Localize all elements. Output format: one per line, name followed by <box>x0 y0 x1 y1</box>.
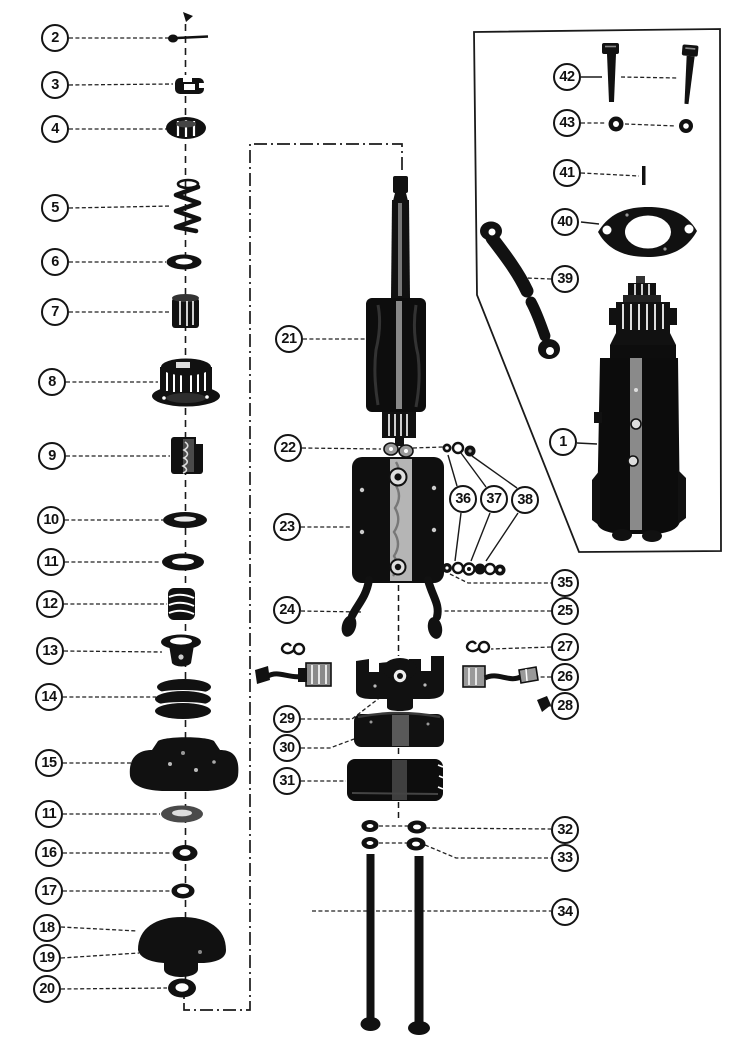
part-14-wave-washer-stack <box>155 679 211 719</box>
callout-5: 5 <box>41 194 69 222</box>
callout-37: 37 <box>480 485 508 513</box>
part-12-spring <box>168 588 195 620</box>
part-23-field-frame <box>352 457 444 583</box>
part-35-small-hardware-bottom-row <box>442 561 506 576</box>
callout-27: 27 <box>551 633 579 661</box>
callout-12: 12 <box>36 590 64 618</box>
part-16-ring <box>172 845 198 861</box>
callout-41: 41 <box>553 159 581 187</box>
centerline-top-arrow <box>183 12 193 22</box>
callout-7: 7 <box>41 298 69 326</box>
part-29-brush-holder-plate <box>356 656 444 711</box>
callout-25: 25 <box>551 597 579 625</box>
callout-29: 29 <box>273 705 301 733</box>
part-22-thrust-washers <box>383 442 414 458</box>
callout-1: 1 <box>549 428 577 456</box>
callout-38: 38 <box>511 486 539 514</box>
part-41-pin <box>642 166 646 185</box>
part-30-commutator-end-disc <box>354 711 444 747</box>
callout-4: 4 <box>41 115 69 143</box>
callout-15: 15 <box>35 749 63 777</box>
callout-11-second: 11 <box>35 800 63 828</box>
part-36-37-38-small-hardware-top-row <box>442 441 476 457</box>
callout-32: 32 <box>551 816 579 844</box>
part-42-mounting-bolts <box>602 43 699 105</box>
part-10-washer <box>163 512 207 528</box>
part-34-through-bolts <box>360 854 430 1035</box>
callout-14: 14 <box>35 683 63 711</box>
part-9-drive-sleeve <box>171 437 203 474</box>
part-17-ring <box>171 883 195 899</box>
callout-9: 9 <box>38 442 66 470</box>
part-15-end-housing <box>129 737 239 791</box>
part-33-lock-washers <box>361 837 426 851</box>
callout-28: 28 <box>551 692 579 720</box>
callout-36: 36 <box>449 485 477 513</box>
part-24-25-brush-leads <box>341 576 443 639</box>
callout-2: 2 <box>41 24 69 52</box>
callout-26: 26 <box>551 663 579 691</box>
part-3-clip <box>175 75 205 94</box>
part-27-clip-left <box>280 642 306 656</box>
inset-box <box>473 28 722 553</box>
callout-20: 20 <box>33 975 61 1003</box>
part-11-washer-second <box>161 805 203 823</box>
part-5-spring <box>173 178 202 234</box>
part-39-battery-cable <box>480 221 560 359</box>
part-2-stop-screw <box>168 34 209 43</box>
callout-13: 13 <box>36 637 64 665</box>
callout-34: 34 <box>551 898 579 926</box>
callout-19: 19 <box>33 944 61 972</box>
callout-43: 43 <box>553 109 581 137</box>
part-18-19-drive-end-cap <box>138 917 226 977</box>
part-1-starter-motor-assembly <box>592 276 686 542</box>
part-20-o-ring <box>168 978 196 998</box>
part-6-washer <box>166 254 202 270</box>
part-32-washers <box>361 820 427 834</box>
callout-33: 33 <box>551 844 579 872</box>
part-26-connector-left <box>255 662 332 687</box>
part-7-bushing <box>172 294 199 328</box>
center-assembly-boundary-box <box>183 143 403 1011</box>
part-11-washer <box>162 553 204 571</box>
callout-40: 40 <box>551 208 579 236</box>
part-40-gasket-flange <box>598 207 697 257</box>
callout-17: 17 <box>35 877 63 905</box>
part-21-armature <box>366 176 426 446</box>
callout-30: 30 <box>273 734 301 762</box>
part-28-wedge <box>537 696 551 712</box>
callout-11: 11 <box>37 548 65 576</box>
callout-18: 18 <box>33 914 61 942</box>
callout-24: 24 <box>273 596 301 624</box>
leader-lines-solid <box>447 76 602 562</box>
callout-10: 10 <box>37 506 65 534</box>
callout-6: 6 <box>41 248 69 276</box>
callout-35: 35 <box>551 569 579 597</box>
callout-21: 21 <box>275 325 303 353</box>
part-43-washers <box>608 116 693 133</box>
callout-39: 39 <box>551 265 579 293</box>
part-13-cup <box>161 634 201 667</box>
part-4-knurled-nut <box>166 117 206 139</box>
part-27-clip-right <box>465 640 491 654</box>
part-26-connector-right <box>462 665 539 688</box>
part-31-spacer-cylinder <box>347 759 445 801</box>
part-8-pinion-gear <box>152 358 220 407</box>
callout-8: 8 <box>38 368 66 396</box>
callout-23: 23 <box>273 513 301 541</box>
callout-31: 31 <box>273 767 301 795</box>
callout-16: 16 <box>35 839 63 867</box>
callout-3: 3 <box>41 71 69 99</box>
callout-22: 22 <box>274 434 302 462</box>
callout-42: 42 <box>553 63 581 91</box>
